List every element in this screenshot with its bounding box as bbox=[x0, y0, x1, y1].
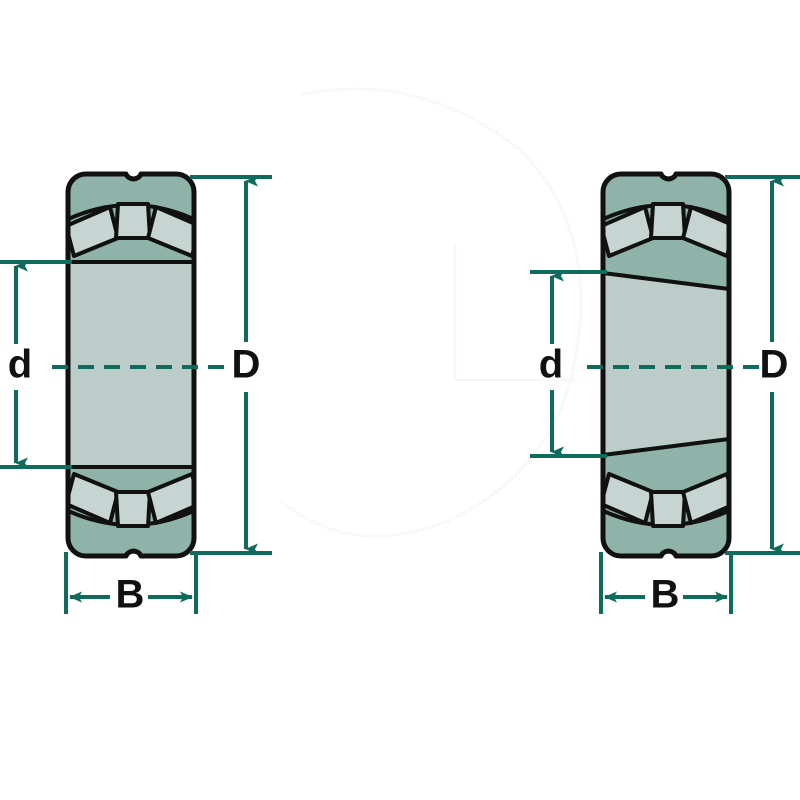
label-outside-diameter-tapered: D bbox=[760, 343, 789, 387]
dimension-bore-diameter-tapered: d bbox=[530, 270, 607, 458]
guide-ring-bottom-tapered bbox=[649, 490, 687, 528]
label-bore-diameter: d bbox=[8, 343, 32, 387]
dimension-outside-diameter: D bbox=[190, 175, 272, 555]
tapered-bore-line-bottom bbox=[603, 436, 729, 458]
bearing-view-tapered-bore: D d B bbox=[530, 171, 800, 617]
dimension-outside-diameter-tapered: D bbox=[725, 175, 800, 555]
dimension-bearing-width-tapered: B bbox=[599, 552, 733, 617]
label-bore-diameter-tapered: d bbox=[539, 343, 563, 387]
label-outside-diameter: D bbox=[232, 343, 261, 387]
outer-ring-outline bbox=[65, 171, 197, 559]
dimension-bearing-width: B bbox=[64, 552, 198, 617]
tapered-bore-line-top bbox=[603, 270, 729, 292]
guide-ring-top-tapered bbox=[649, 202, 687, 240]
outer-ring-outline-tapered bbox=[600, 171, 732, 559]
bearing-view-cylindrical-bore: D d B bbox=[0, 171, 272, 617]
label-bearing-width-tapered: B bbox=[651, 573, 680, 617]
dimension-bore-diameter: d bbox=[0, 260, 72, 469]
bearing-body-tapered bbox=[603, 174, 729, 556]
guide-ring-bottom bbox=[114, 490, 152, 528]
guide-ring-top bbox=[114, 202, 152, 240]
background-watermark bbox=[279, 87, 583, 538]
inner-ring-fill-tapered bbox=[603, 272, 729, 456]
label-bearing-width: B bbox=[116, 573, 145, 617]
inner-ring-fill bbox=[68, 262, 194, 467]
